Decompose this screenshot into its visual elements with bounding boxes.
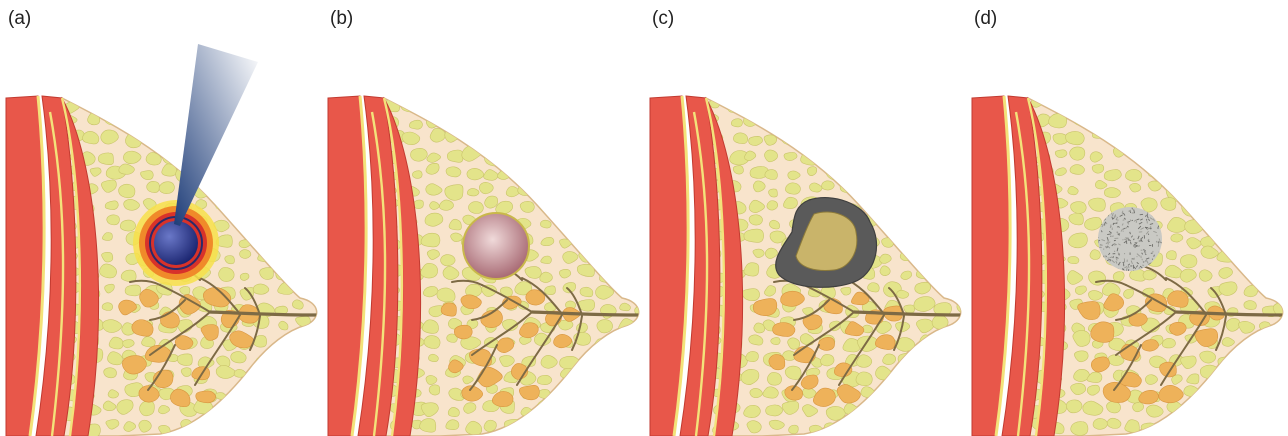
ablation-probe-beam [174,44,258,226]
chest-wall-muscle [650,96,688,436]
breast-tissue [1028,98,1283,436]
panel-d: (d) [966,0,1288,436]
breast-illustration-c [644,0,966,436]
spherical-mass [463,213,529,279]
chest-wall-muscle [328,96,366,436]
breast-illustration-d [966,0,1288,436]
breast-illustration-a [0,0,322,436]
breast-illustration-b [322,0,644,436]
chest-wall-muscle [6,96,44,436]
panel-b: (b) [322,0,644,436]
chest-wall-muscle [972,96,1010,436]
panel-a: (a) [0,0,322,436]
tumor-core [154,221,198,265]
panel-c: (c) [644,0,966,436]
